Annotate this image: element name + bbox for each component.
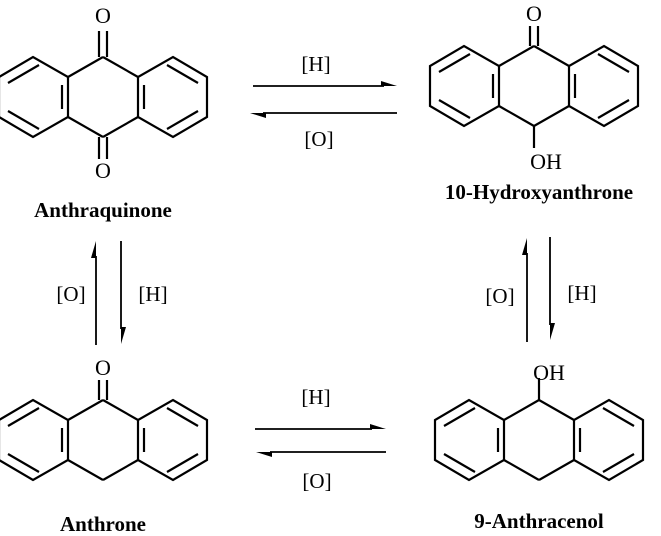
hydroxyanthrone-hydroxyl: OH bbox=[530, 149, 562, 174]
anthraquinone-structure bbox=[0, 31, 209, 159]
top-reverse-reagent: [O] bbox=[304, 127, 333, 151]
hydroxyanthrone-structure bbox=[428, 26, 640, 148]
anthracenol-label: 9-Anthracenol bbox=[474, 509, 604, 533]
anthrone-structure bbox=[0, 380, 209, 482]
bottom-forward-reagent: [H] bbox=[301, 385, 330, 409]
left-equilibrium-arrows bbox=[91, 241, 126, 345]
right-equilibrium-arrows bbox=[522, 237, 555, 342]
anthracenol-hydroxyl: OH bbox=[533, 360, 565, 385]
anthracenol-structure bbox=[433, 378, 645, 482]
anthraquinone-top-oxygen: O bbox=[95, 3, 111, 28]
bottom-equilibrium-arrows bbox=[255, 424, 386, 457]
anthrone-oxygen: O bbox=[95, 355, 111, 380]
anthraquinone-bottom-oxygen: O bbox=[95, 158, 111, 183]
left-down-reagent: [H] bbox=[138, 282, 167, 306]
anthrone-label: Anthrone bbox=[60, 512, 146, 536]
top-forward-reagent: [H] bbox=[301, 52, 330, 76]
right-down-reagent: [H] bbox=[567, 281, 596, 305]
left-up-reagent: [O] bbox=[56, 282, 85, 306]
top-equilibrium-arrows bbox=[250, 81, 397, 118]
hydroxyanthrone-top-oxygen: O bbox=[526, 1, 542, 26]
right-up-reagent: [O] bbox=[485, 284, 514, 308]
hydroxyanthrone-label: 10-Hydroxyanthrone bbox=[445, 180, 633, 204]
anthraquinone-label: Anthraquinone bbox=[34, 198, 172, 222]
bottom-reverse-reagent: [O] bbox=[302, 469, 331, 493]
